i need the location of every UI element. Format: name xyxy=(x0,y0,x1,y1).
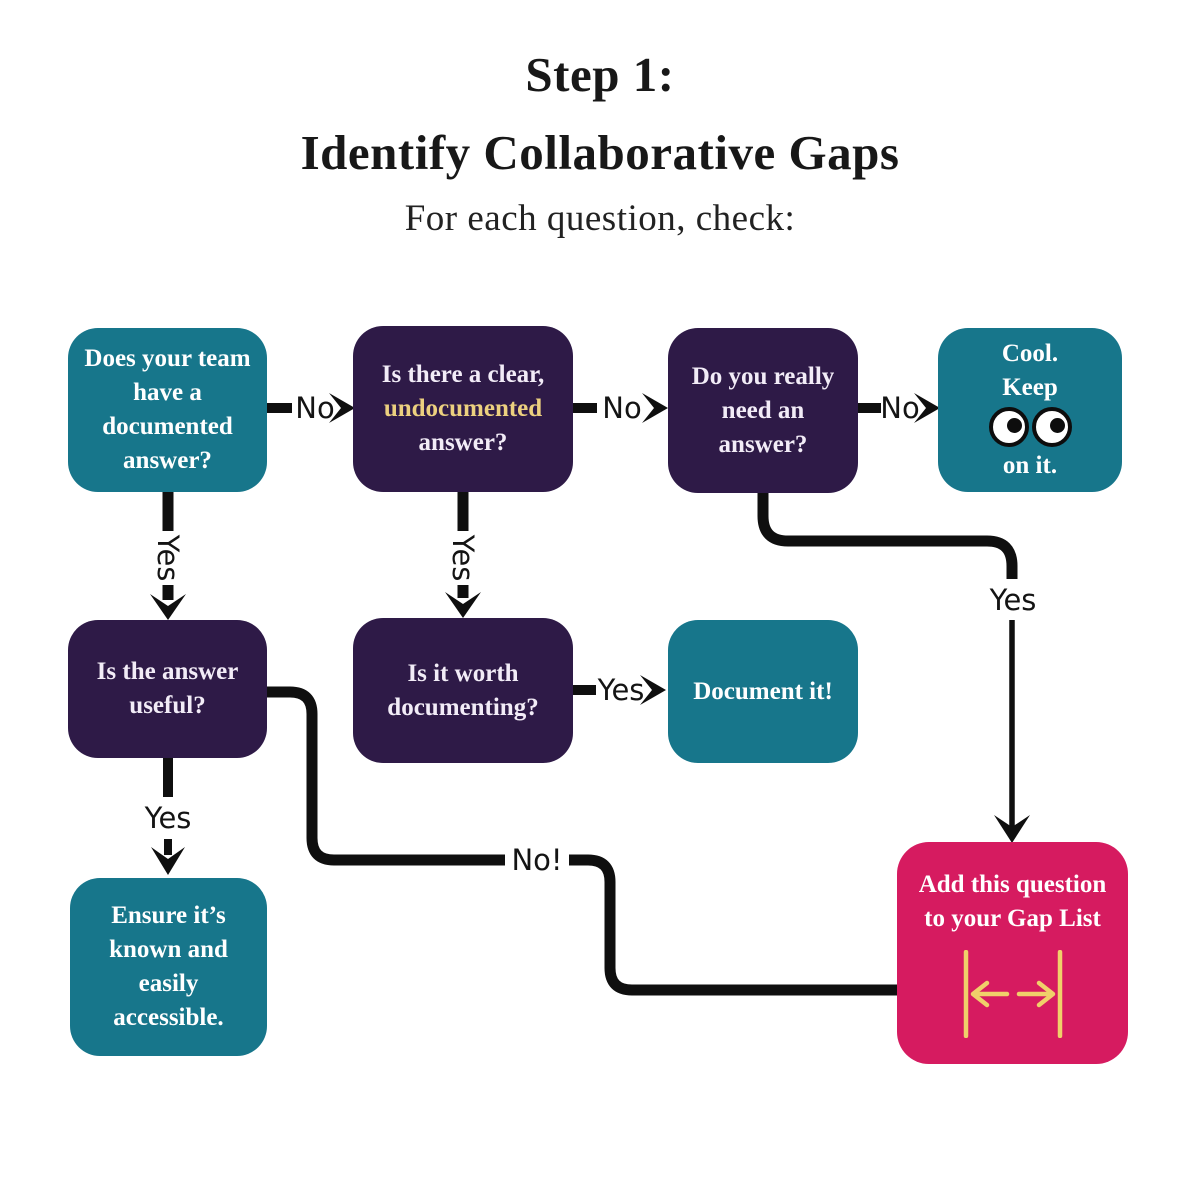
box-text-line: Cool. xyxy=(1001,340,1059,367)
label-yes-useful: Yes xyxy=(144,801,192,835)
eye-pupil xyxy=(1049,418,1065,433)
box-worth-documenting: Is it worth documenting? xyxy=(353,618,573,763)
connector-no-useful-2 xyxy=(569,854,897,996)
eye-left xyxy=(988,407,1029,447)
box-text-line: Is the answer xyxy=(96,658,239,685)
page-title-line2: Identify Collaborative Gaps xyxy=(300,125,900,180)
box-text-line: useful? xyxy=(129,692,206,719)
box-text-line: have a xyxy=(133,379,202,406)
label-no-useful: No! xyxy=(511,843,563,877)
gap-list-icon xyxy=(963,950,1062,1038)
box-answer-useful: Is the answer useful? xyxy=(68,620,267,758)
eyes-icon xyxy=(988,407,1072,447)
label-no-need: No xyxy=(880,391,920,425)
label-no-clear: No xyxy=(602,391,642,425)
box-really-need: Do you really need an answer? xyxy=(668,328,858,493)
box-text-line: need an xyxy=(721,396,805,424)
arrowhead-down-icon xyxy=(150,594,186,620)
label-yes-worth: Yes xyxy=(597,673,645,707)
arrowhead-down-icon xyxy=(994,815,1030,843)
box-clear-undocumented: Is there a clear, undocumented answer? xyxy=(353,326,573,492)
box-text-line: Ensure it’s xyxy=(111,902,226,929)
arrowhead-right-icon xyxy=(329,393,355,423)
box-text-line: documented xyxy=(102,413,233,440)
box-text-line: Document it! xyxy=(693,677,833,705)
box-text-line: Keep xyxy=(1002,374,1058,401)
box-text-line: Add this question xyxy=(918,871,1107,898)
arrowhead-right-icon xyxy=(640,675,666,705)
box-text-line: documenting? xyxy=(387,693,539,721)
box-text-line: answer? xyxy=(718,430,808,458)
label-no-documented: No xyxy=(295,391,335,425)
box-keep-eyes: Cool. Keep on it. xyxy=(938,328,1122,492)
box-text-line: Does your team xyxy=(84,345,251,372)
box-ensure-known: Ensure it’s known and easily accessible. xyxy=(70,878,267,1056)
page-subtitle: For each question, check: xyxy=(404,198,796,239)
arrowhead-down-icon xyxy=(151,847,185,875)
box-team-documented: Does your team have a documented answer? xyxy=(68,328,267,492)
box-text-line: accessible. xyxy=(113,1004,224,1031)
label-yes-clear: Yes xyxy=(446,534,480,582)
box-text-line: answer? xyxy=(123,447,212,474)
arrowhead-right-icon xyxy=(914,393,940,423)
box-gap-list: Add this question to your Gap List xyxy=(897,842,1128,1064)
arrowhead-right-icon xyxy=(642,393,668,423)
label-yes-need: Yes xyxy=(989,583,1037,617)
arrowhead-down-icon xyxy=(445,592,481,618)
box-text-line: known and xyxy=(109,936,228,963)
box-text-line: to your Gap List xyxy=(924,905,1101,932)
box-text-line: Do you really xyxy=(691,362,835,390)
label-yes-documented: Yes xyxy=(151,534,185,582)
box-text-line: on it. xyxy=(1002,452,1058,479)
box-document-it: Document it! xyxy=(668,620,858,763)
eye-right xyxy=(1031,407,1072,447)
connector-no-useful-1 xyxy=(265,686,505,866)
box-text-line: Is it worth xyxy=(407,659,519,687)
page-title-line1: Step 1: xyxy=(525,47,675,102)
box-text-line: Is there a clear, xyxy=(381,361,545,388)
eye-pupil xyxy=(1006,418,1022,433)
box-text-line: answer? xyxy=(418,429,508,456)
connector-yes-need xyxy=(757,493,1018,579)
box-text-line-accent: undocumented xyxy=(383,395,543,422)
box-text-line: easily xyxy=(138,970,199,997)
